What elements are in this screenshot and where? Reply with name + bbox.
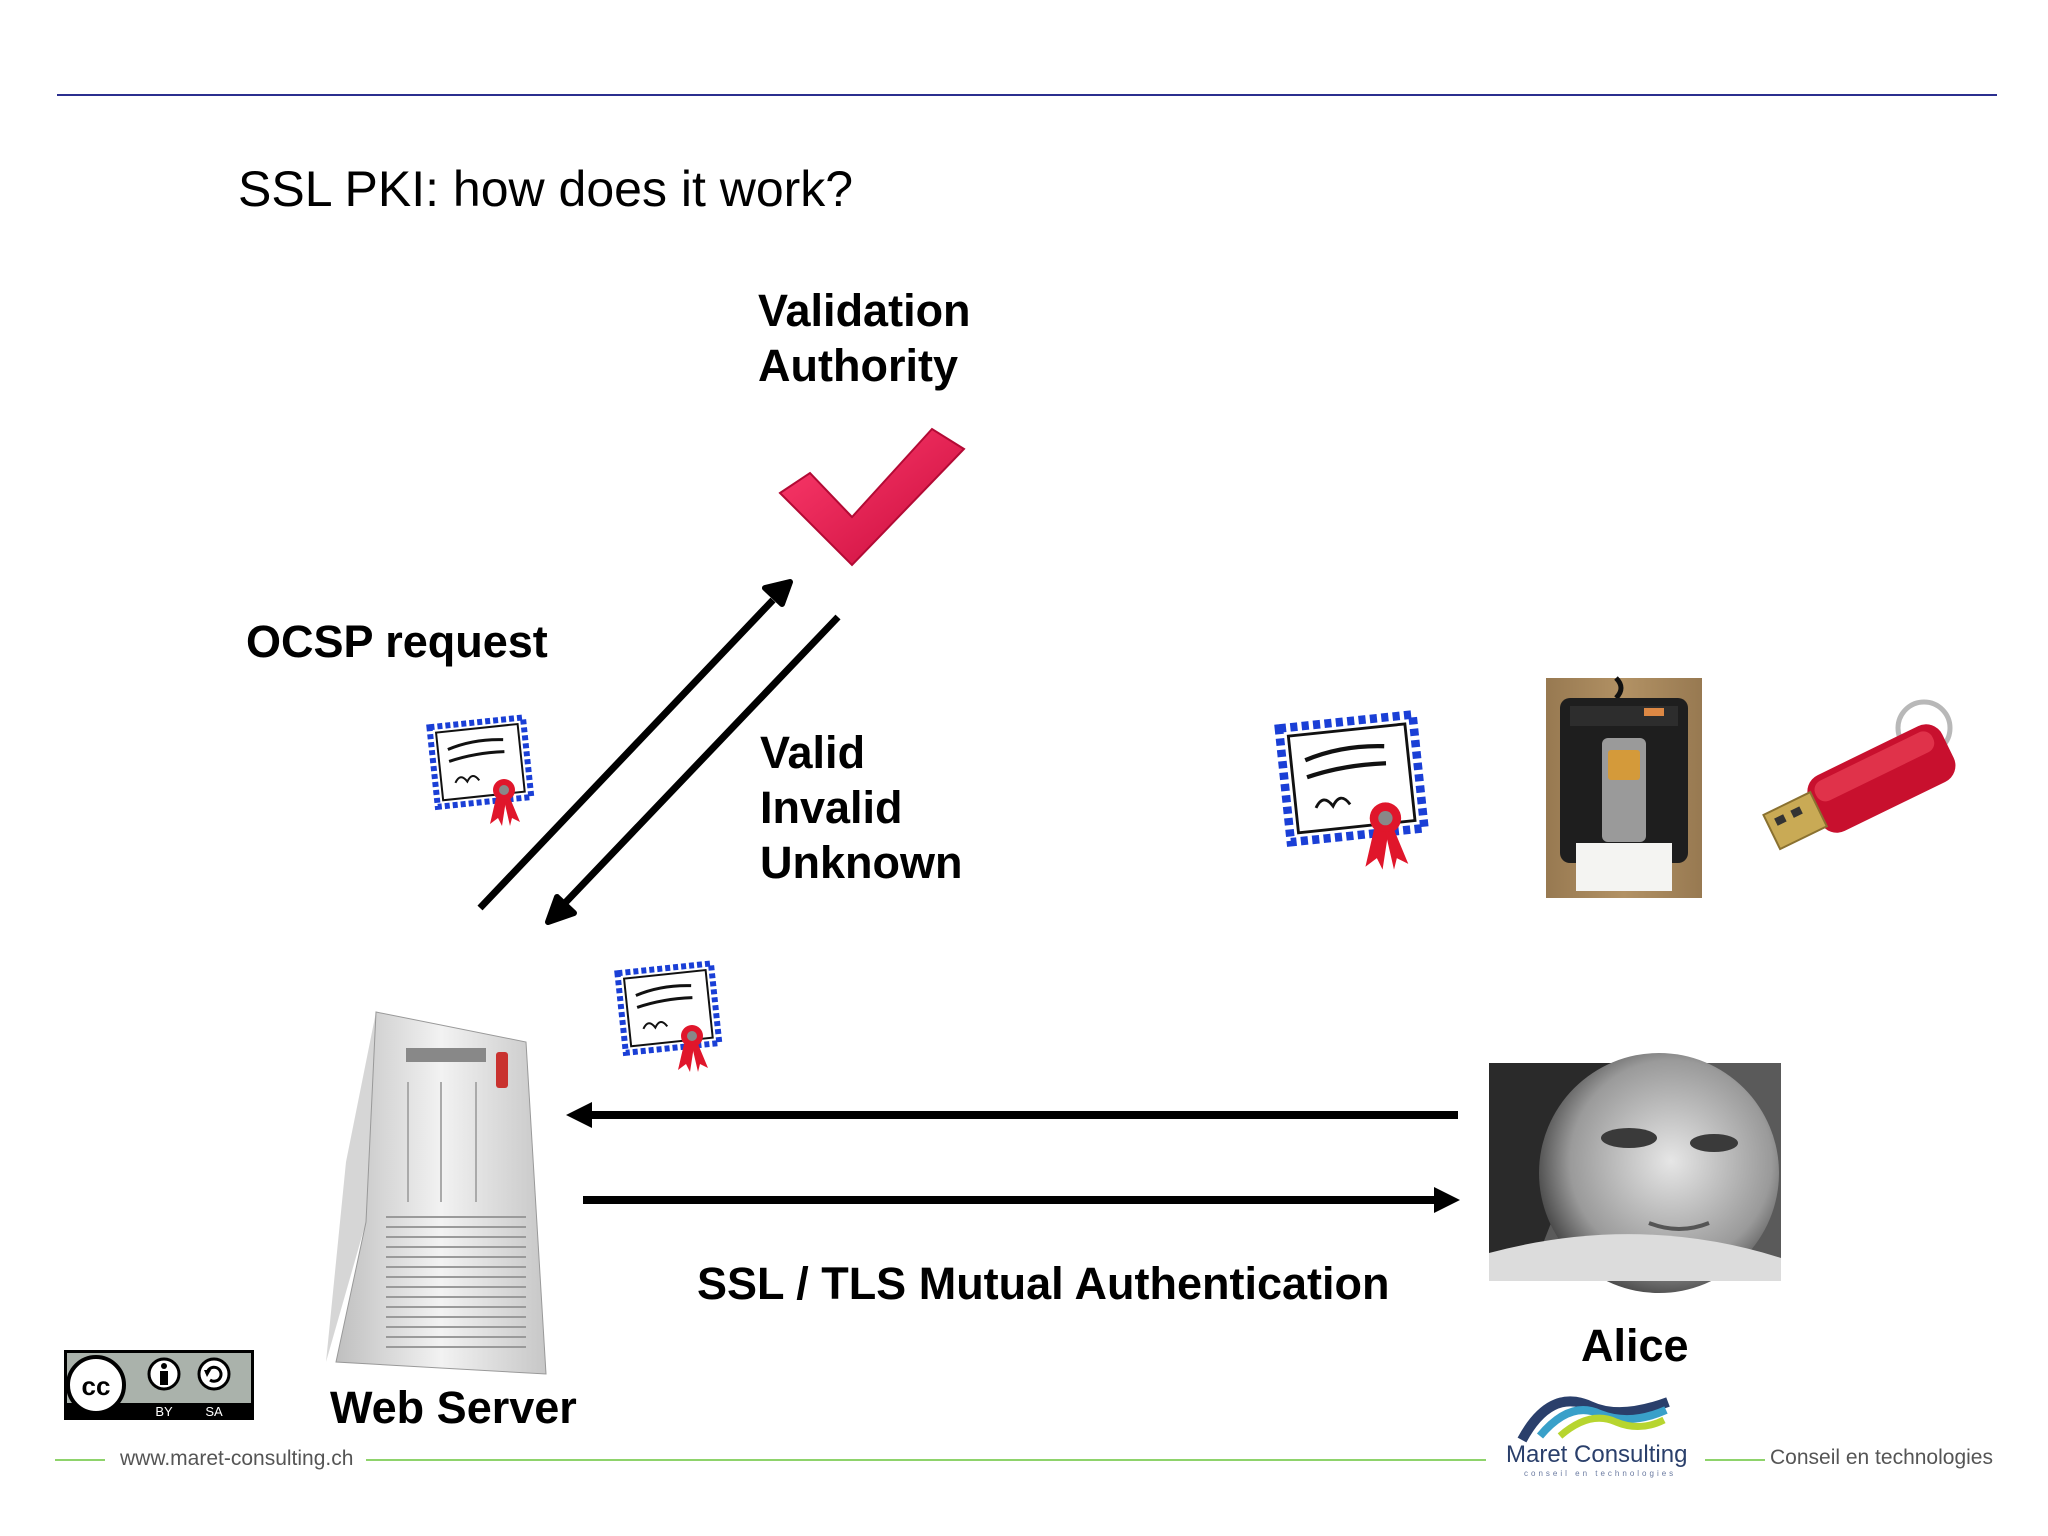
cc-text: cc: [82, 1371, 111, 1401]
ocsp-request-arrow: [477, 579, 793, 911]
mutual-authentication-label: SSL / TLS Mutual Authentication: [697, 1258, 1390, 1309]
validation-authority-label-line1: Validation: [758, 285, 971, 336]
footer-divider-center: [366, 1459, 1486, 1461]
server-to-client-arrow: [583, 1187, 1460, 1213]
usb-token-image: [1762, 699, 1956, 851]
smartcard-reader-image: [1546, 676, 1702, 898]
validation-authority-label-line2: Authority: [758, 340, 958, 391]
status-invalid-label: Invalid: [760, 782, 903, 833]
slide-title: SSL PKI: how does it work?: [238, 161, 854, 217]
certificate-icon: [614, 960, 723, 1072]
checkmark-icon: [778, 427, 966, 567]
status-unknown-label: Unknown: [760, 837, 963, 888]
title-divider: [57, 94, 1997, 96]
certificate-icon: [1274, 709, 1430, 870]
alice-label: Alice: [1581, 1320, 1689, 1371]
web-server-image: [326, 1011, 547, 1375]
certificate-icon: [426, 714, 535, 826]
footer-divider-right: [1705, 1459, 1765, 1461]
web-server-label: Web Server: [330, 1382, 577, 1433]
sa-text: SA: [205, 1404, 223, 1419]
ocsp-request-label: OCSP request: [246, 616, 548, 667]
footer-tagline: Conseil en technologies: [1770, 1446, 1993, 1469]
alice-photo: [1489, 1053, 1781, 1293]
client-to-server-arrow: [566, 1102, 1458, 1128]
footer-url[interactable]: www.maret-consulting.ch: [120, 1447, 354, 1470]
ocsp-response-arrow: [545, 614, 841, 925]
footer-divider-left: [55, 1459, 105, 1461]
maret-consulting-logo: [1517, 1396, 1670, 1443]
by-text: BY: [155, 1404, 173, 1419]
brand-name: Maret Consulting: [1506, 1441, 1688, 1468]
brand-subtitle: conseil en technologies: [1524, 1469, 1677, 1478]
status-valid-label: Valid: [760, 727, 866, 778]
cc-license-badge: cc BY SA: [64, 1350, 254, 1420]
